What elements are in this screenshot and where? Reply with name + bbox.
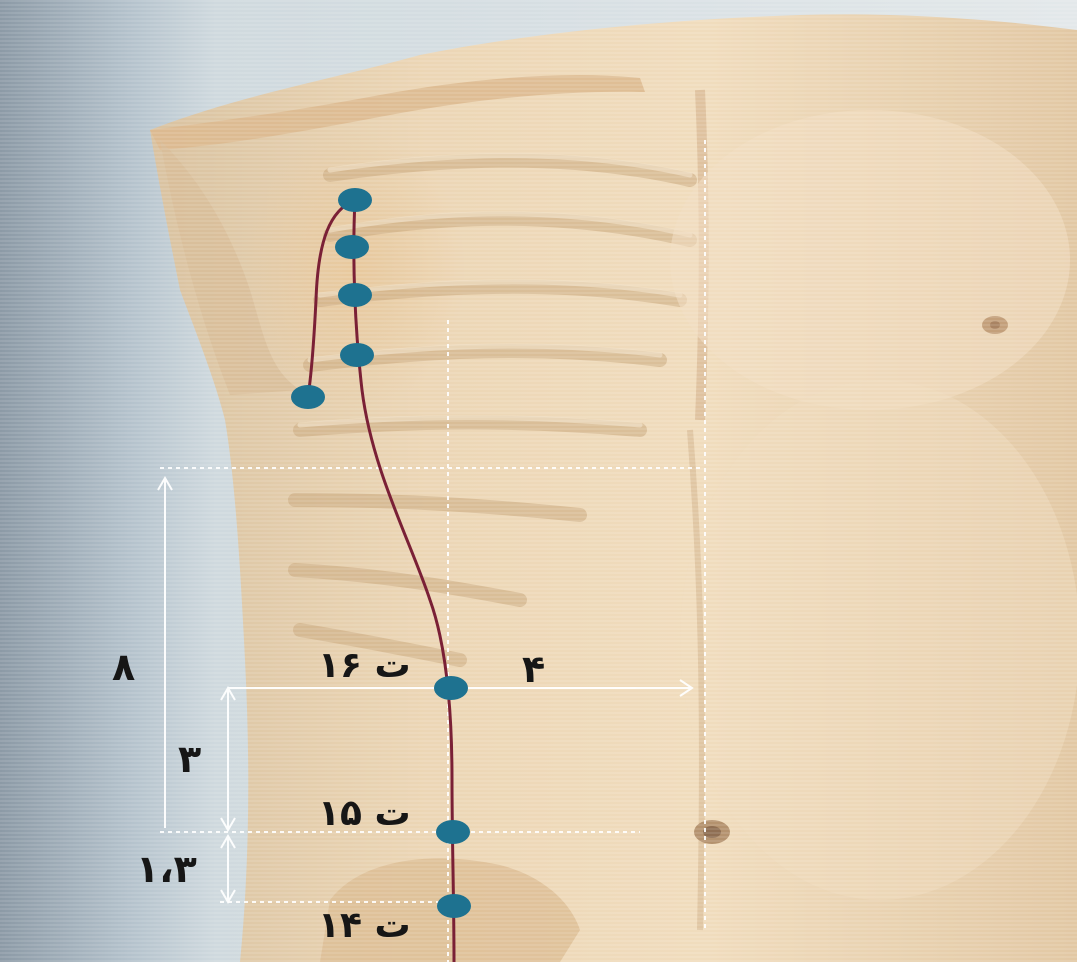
- acupoint-5: [291, 385, 325, 409]
- acupoint-1: [338, 188, 372, 212]
- acupoint-16: [434, 676, 468, 700]
- acupoint-2: [335, 235, 369, 259]
- acupoint-3: [338, 283, 372, 307]
- point-label-16: ت ۱۶: [318, 648, 411, 684]
- acupoint-4: [340, 343, 374, 367]
- distance-label-side: ۴: [522, 650, 545, 688]
- acupoint-15: [436, 820, 470, 844]
- distance-label-low: ١،٣: [136, 850, 197, 888]
- point-label-15: ت ۱۵: [318, 796, 411, 832]
- distance-label-mid: ٣: [178, 740, 201, 778]
- point-label-14: ت ۱۴: [318, 908, 411, 944]
- acupoint-14: [437, 894, 471, 918]
- distance-label-total: ٨: [112, 648, 135, 686]
